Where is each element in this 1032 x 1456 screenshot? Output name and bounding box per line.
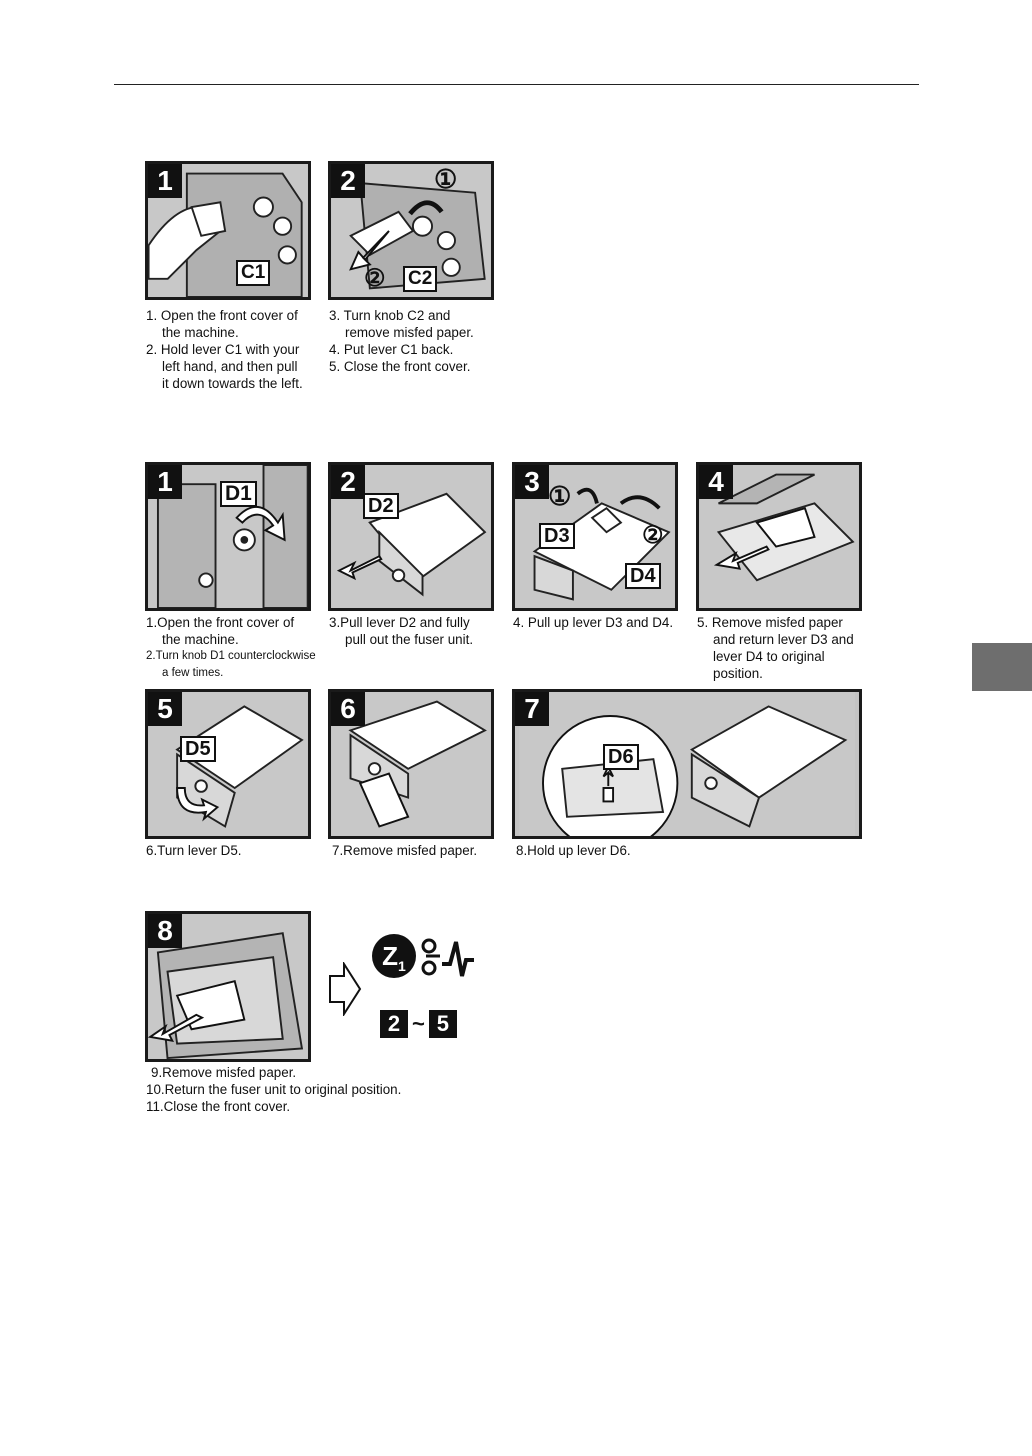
caption-line: 7.Remove misfed paper.: [332, 842, 477, 859]
illustration-d-step-3: 3 ① ② D3 D4: [512, 462, 678, 611]
reference-subscript: 1: [398, 958, 406, 974]
illustration-d-step-2: 2 D2: [328, 462, 494, 611]
callout-label: ①: [545, 485, 574, 507]
step-number-badge: 5: [148, 692, 182, 726]
paper-jam-icon: [420, 938, 476, 980]
caption-line: 5. Remove misfed paper: [697, 614, 854, 631]
callout-label: C1: [236, 260, 270, 286]
callout-label: D5: [180, 736, 216, 762]
chapter-thumb-tab: [972, 643, 1032, 691]
callout-label: C2: [403, 266, 437, 292]
caption-line: 2. Hold lever C1 with your: [146, 341, 303, 358]
caption-d-3: 3.Pull lever D2 and fully pull out the f…: [329, 614, 473, 648]
machine-drawing-icon: [515, 692, 859, 836]
header-rule: [114, 84, 919, 85]
range-start-badge: 2: [380, 1010, 408, 1038]
caption-line: 1. Open the front cover of: [146, 307, 303, 324]
step-number-badge: 4: [699, 465, 733, 499]
caption-d-7: 7.Remove misfed paper.: [332, 842, 477, 859]
caption-line: it down towards the left.: [146, 375, 303, 392]
callout-label: ①: [431, 168, 460, 190]
caption-line: pull out the fuser unit.: [329, 631, 473, 648]
illustration-d-step-7: 7 D6: [512, 689, 862, 839]
caption-line: position.: [697, 665, 854, 682]
caption-line: 5. Close the front cover.: [329, 358, 474, 375]
caption-d-9-11: 9.Remove misfed paper. 10.Return the fus…: [146, 1064, 401, 1115]
callout-label: D2: [363, 493, 399, 519]
caption-line: a few times.: [146, 665, 316, 682]
illustration-d-step-5: 5 D5: [145, 689, 311, 839]
caption-d-6: 6.Turn lever D5.: [146, 842, 242, 859]
step-number-badge: 3: [515, 465, 549, 499]
caption-line: left hand, and then pull: [146, 358, 303, 375]
caption-line: 9.Remove misfed paper.: [146, 1064, 401, 1081]
caption-c-left: 1. Open the front cover of the machine. …: [146, 307, 303, 392]
step-number-badge: 7: [515, 692, 549, 726]
caption-line: 2.Turn knob D1 counterclockwise: [146, 648, 316, 665]
reference-z1-badge: Z1: [372, 934, 416, 978]
step-number-badge: 1: [148, 164, 182, 198]
illustration-d-step-6: 6: [328, 689, 494, 839]
callout-label: ②: [361, 268, 389, 290]
step-number-badge: 2: [331, 465, 365, 499]
caption-line: 3.Pull lever D2 and fully: [329, 614, 473, 631]
caption-line: 4. Put lever C1 back.: [329, 341, 474, 358]
caption-line: 1.Open the front cover of: [146, 614, 316, 631]
caption-line: 6.Turn lever D5.: [146, 842, 242, 859]
step-range-reference: 2~5: [380, 1008, 457, 1039]
caption-d-8: 8.Hold up lever D6.: [516, 842, 631, 859]
caption-line: and return lever D3 and: [697, 631, 854, 648]
caption-line: 4. Pull up lever D3 and D4.: [513, 614, 673, 631]
illustration-d-step-4: 4: [696, 462, 862, 611]
caption-d-4: 4. Pull up lever D3 and D4.: [513, 614, 673, 631]
range-end-badge: 5: [429, 1010, 457, 1038]
step-number-badge: 6: [331, 692, 365, 726]
illustration-d-step-1: 1 D1: [145, 462, 311, 611]
callout-label: D4: [625, 563, 661, 589]
caption-c-right: 3. Turn knob C2 and remove misfed paper.…: [329, 307, 474, 375]
caption-line: 11.Close the front cover.: [146, 1098, 401, 1115]
step-number-badge: 8: [148, 914, 182, 948]
illustration-c-step-1: 1 C1: [145, 161, 311, 300]
reference-label: Z: [382, 941, 398, 971]
caption-line: 3. Turn knob C2 and: [329, 307, 474, 324]
callout-label: D3: [539, 523, 575, 549]
step-number-badge: 2: [331, 164, 365, 198]
step-number-badge: 1: [148, 465, 182, 499]
caption-d-1-2: 1.Open the front cover of the machine. 2…: [146, 614, 316, 682]
illustration-d-step-8: 8: [145, 911, 311, 1062]
caption-line: the machine.: [146, 631, 316, 648]
callout-label: D1: [220, 481, 257, 507]
caption-line: 10.Return the fuser unit to original pos…: [146, 1081, 401, 1098]
callout-label: D6: [603, 744, 639, 770]
next-arrow-icon: [328, 962, 362, 1016]
caption-line: remove misfed paper.: [329, 324, 474, 341]
illustration-c-step-2: 2 ① ② C2: [328, 161, 494, 300]
caption-line: the machine.: [146, 324, 303, 341]
caption-d-5: 5. Remove misfed paper and return lever …: [697, 614, 854, 682]
caption-line: 8.Hold up lever D6.: [516, 842, 631, 859]
callout-label: ②: [639, 525, 667, 547]
caption-line: lever D4 to original: [697, 648, 854, 665]
range-separator: ~: [408, 1009, 429, 1039]
